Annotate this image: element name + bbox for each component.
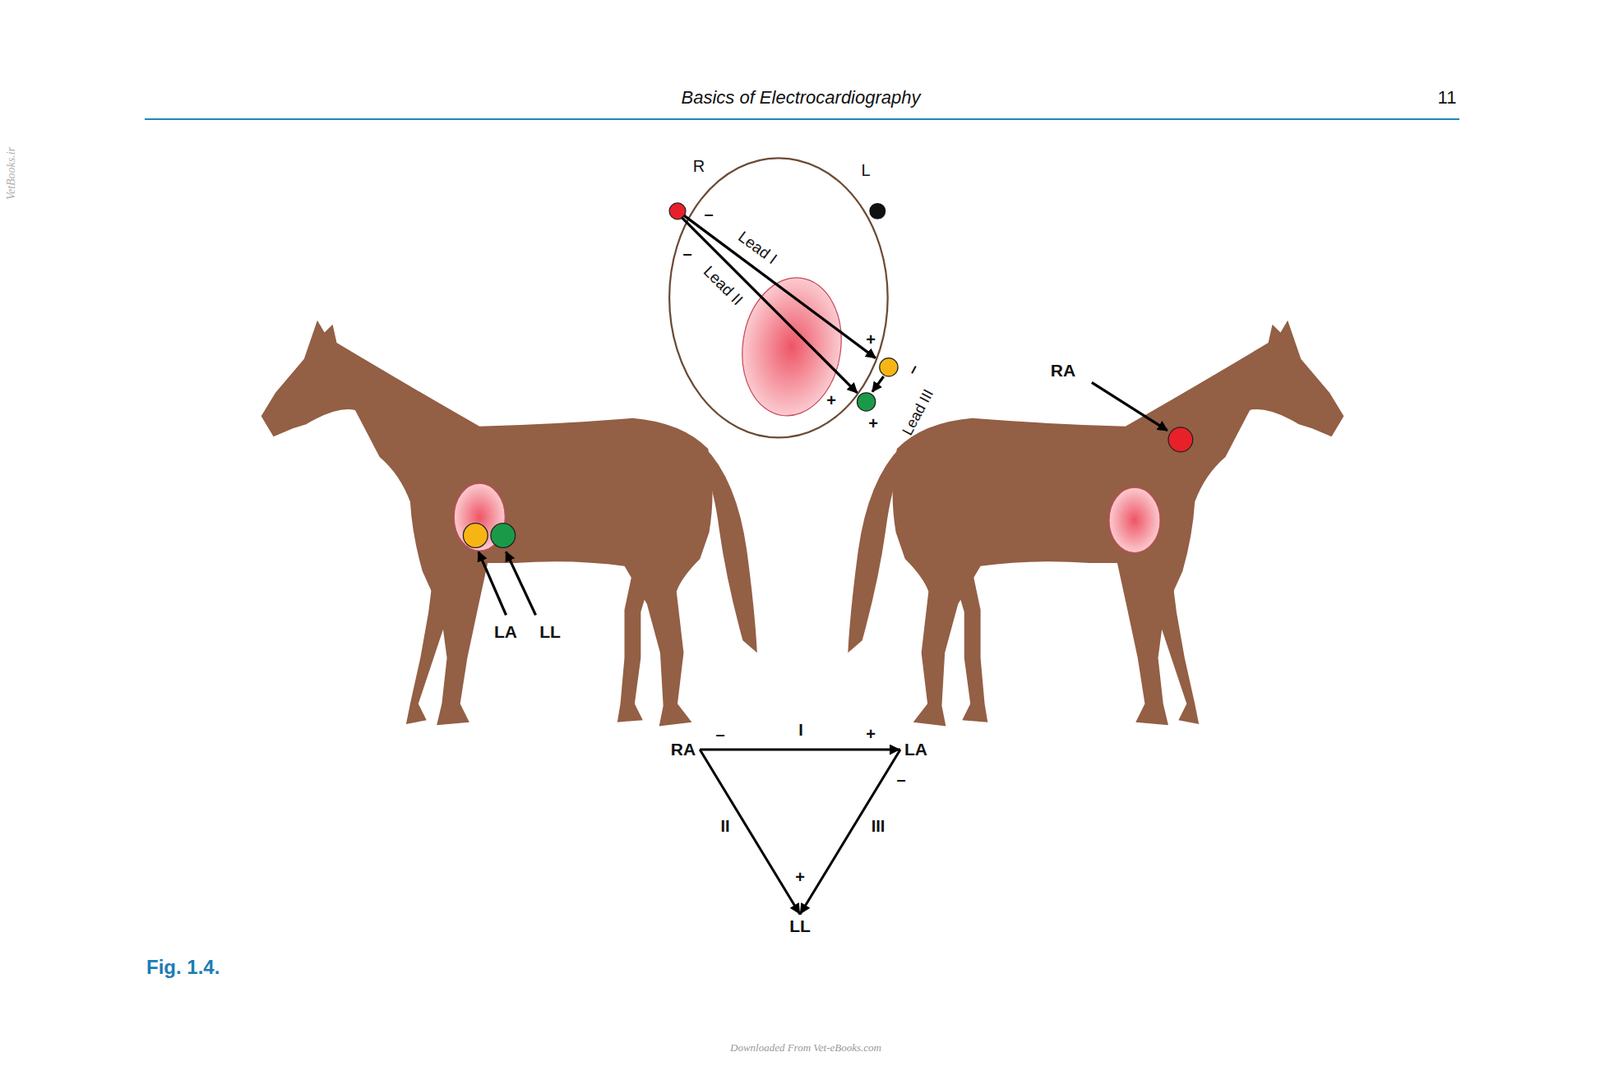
lead-arrow <box>872 376 884 393</box>
vertex-name: RA <box>670 739 696 759</box>
electrode-la <box>462 523 488 549</box>
electrode-la <box>879 358 898 377</box>
horse-right-side <box>847 320 1344 727</box>
lead-axis-arrow <box>699 749 901 752</box>
leader-arrow <box>1091 382 1168 431</box>
electrode-ra <box>1168 427 1194 453</box>
side-label: L <box>860 161 870 180</box>
lead-arrow <box>681 217 857 393</box>
vertex-label: LA <box>901 738 930 761</box>
lead-number: I <box>795 721 806 740</box>
lead-number: II <box>717 817 732 836</box>
watermark: VetBooks.ir <box>4 147 18 200</box>
side-label: R <box>693 157 705 176</box>
lead-arrow <box>683 215 875 359</box>
vertex-name: LL <box>789 916 811 936</box>
leader-arrow <box>506 551 537 616</box>
electrode-label: LA <box>494 622 518 642</box>
polarity-sign: – <box>703 204 713 223</box>
electrode-ra <box>669 203 686 220</box>
vertex-name: LA <box>904 739 928 759</box>
leader-arrow <box>478 551 507 616</box>
polarity-sign: + <box>826 391 837 410</box>
polarity-sign: + <box>865 725 876 744</box>
heart <box>733 271 850 423</box>
electrode-rl <box>869 203 886 220</box>
heart <box>1109 487 1161 553</box>
running-header: Basics of Electrocardiography <box>680 87 921 108</box>
polarity-sign: – <box>715 725 725 744</box>
lead-axis-arrow <box>800 749 901 915</box>
lead-number: III <box>869 817 888 836</box>
polarity-sign: + <box>868 414 879 433</box>
polarity-sign: – <box>682 244 692 263</box>
body-cross-section <box>669 157 888 438</box>
polarity-sign: – <box>902 360 924 378</box>
electrode-label: LL <box>539 622 561 642</box>
lead-axis-arrow <box>699 749 800 915</box>
vertex-label: LL <box>786 915 814 938</box>
polarity-sign: – <box>896 770 906 789</box>
electrode-label: RA <box>1050 360 1076 380</box>
polarity-sign: + <box>865 330 876 349</box>
horse-left-side <box>261 320 758 727</box>
page-number: 11 <box>1438 87 1457 108</box>
vertex-label: RA <box>668 738 699 761</box>
watermark: Downloaded From Vet-eBooks.com <box>730 1042 882 1055</box>
polarity-sign: + <box>795 868 805 887</box>
electrode-ll <box>856 393 875 412</box>
electrode-ll <box>490 523 516 549</box>
figure-caption: Fig. 1.4. <box>146 957 220 979</box>
header-rule <box>144 118 1460 121</box>
